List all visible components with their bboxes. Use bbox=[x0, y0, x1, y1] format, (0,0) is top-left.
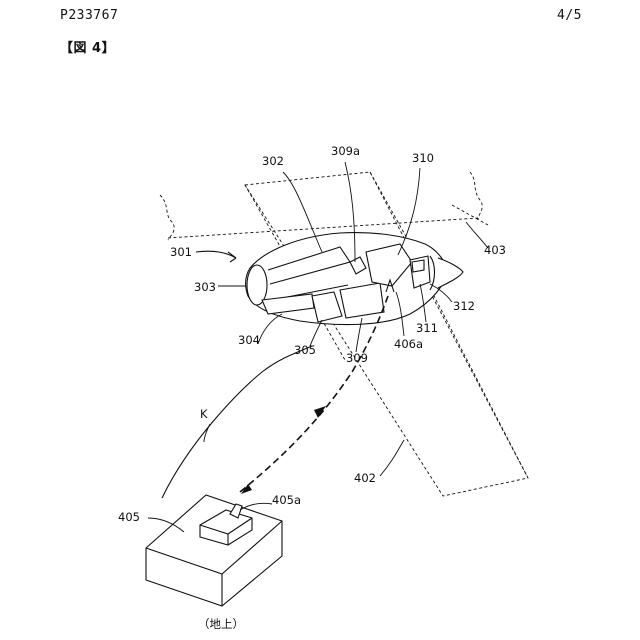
link-K bbox=[162, 346, 312, 498]
label-311: 311 bbox=[416, 321, 438, 335]
label-406a: 406a bbox=[394, 337, 423, 351]
label-405a: 405a bbox=[272, 493, 301, 507]
leader-lines bbox=[148, 162, 488, 532]
plane-402 bbox=[245, 172, 528, 496]
signal-path bbox=[240, 296, 388, 494]
label-301: 301 bbox=[170, 245, 192, 259]
ground-station bbox=[146, 495, 282, 606]
label-K: K bbox=[200, 407, 208, 421]
label-403: 403 bbox=[484, 243, 506, 257]
label-310: 310 bbox=[412, 151, 434, 165]
aircraft bbox=[196, 233, 463, 325]
label-405: 405 bbox=[118, 510, 140, 524]
label-304: 304 bbox=[238, 333, 260, 347]
label-309a: 309a bbox=[331, 144, 360, 158]
label-309: 309 bbox=[346, 351, 368, 365]
plane-403 bbox=[160, 172, 488, 240]
label-402: 402 bbox=[354, 471, 376, 485]
label-312: 312 bbox=[453, 299, 475, 313]
label-ground: （地上） bbox=[198, 617, 244, 631]
label-305: 305 bbox=[294, 343, 316, 357]
label-302: 302 bbox=[262, 154, 284, 168]
label-303: 303 bbox=[194, 280, 216, 294]
